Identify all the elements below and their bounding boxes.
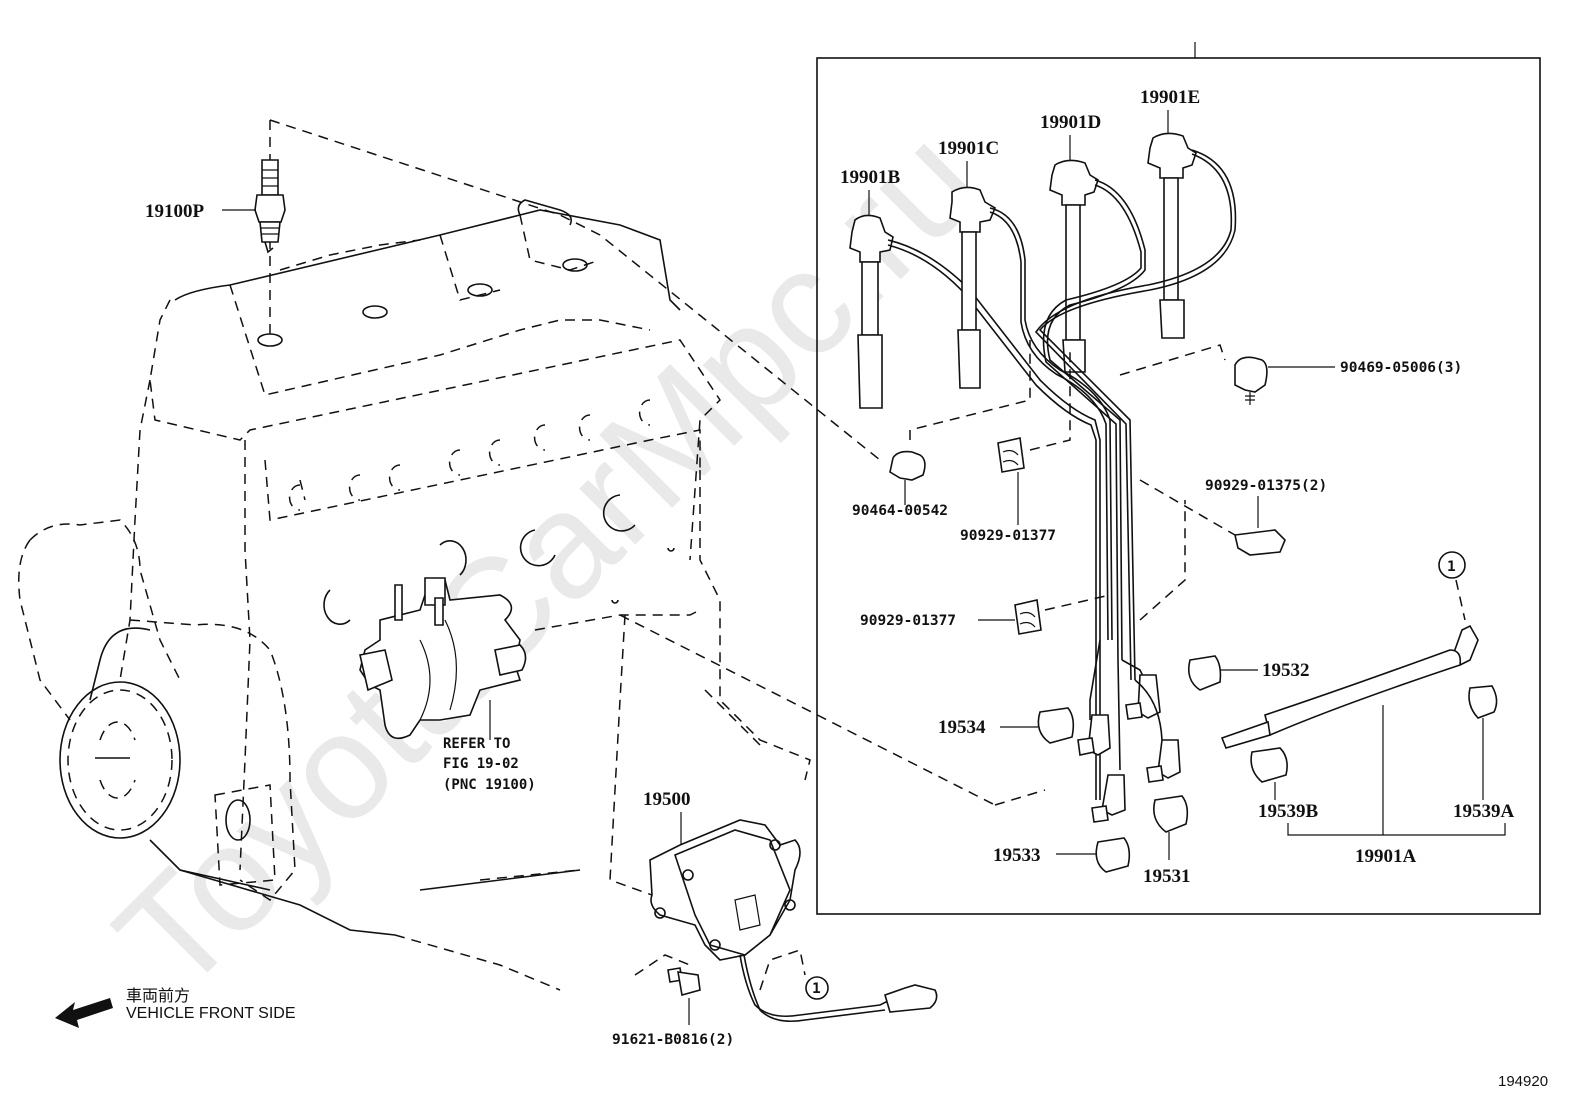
- label-19901c: 19901C: [938, 138, 999, 159]
- boot-19534[interactable]: 19534: [938, 707, 1075, 744]
- label-19532: 19532: [1262, 660, 1310, 681]
- ref-line-2: FIG 19-02: [443, 756, 519, 772]
- clamp-90469-05006[interactable]: 90469-05006(3): [1119, 344, 1462, 405]
- arrow-left-icon: [55, 998, 113, 1028]
- ignition-coil-19500[interactable]: 19500 1 91621-B0816(2): [612, 789, 938, 1048]
- vehicle-front-indicator: 車両前方 VEHICLE FRONT SIDE: [55, 987, 296, 1028]
- clamp-90464-00542[interactable]: 90464-00542: [852, 340, 1031, 519]
- cord-19901e[interactable]: 19901E: [1034, 87, 1237, 681]
- label-19901e: 19901E: [1140, 87, 1200, 108]
- figure-number: 194920: [1498, 1073, 1548, 1090]
- label-90929-01375: 90929-01375(2): [1205, 478, 1327, 494]
- label-19539b: 19539B: [1258, 801, 1319, 822]
- label-19539a: 19539A: [1453, 801, 1515, 822]
- label-90464-00542: 90464-00542: [852, 503, 948, 519]
- label-19531: 19531: [1143, 866, 1191, 887]
- cord-19901b[interactable]: 19901B: [840, 167, 1101, 800]
- cord-19901a[interactable]: 1 19539B 19539A 19901A: [1220, 551, 1515, 867]
- group-box: [816, 57, 1541, 915]
- label-19901b: 19901B: [840, 167, 901, 188]
- clamp-90929-01377-upper[interactable]: 90929-01377: [960, 350, 1071, 544]
- clamp-90929-01377-lower[interactable]: 90929-01377: [860, 594, 1111, 635]
- label-19500: 19500: [643, 789, 691, 810]
- callout-1-cord: 1: [1447, 559, 1456, 575]
- label-19901d: 19901D: [1040, 112, 1101, 133]
- label-91621-b0816: 91621-B0816(2): [612, 1032, 734, 1048]
- cord-ends: [1077, 639, 1181, 823]
- ref-line-1: REFER TO: [443, 736, 510, 752]
- boot-19532[interactable]: 19532: [1187, 655, 1310, 691]
- direction-en: VEHICLE FRONT SIDE: [126, 1005, 296, 1022]
- cord-set-group-19901: [816, 42, 1541, 915]
- label-19100p: 19100P: [145, 201, 205, 222]
- boot-19531[interactable]: 19531: [1143, 795, 1191, 887]
- spark-plug-19100p[interactable]: 19100P: [145, 159, 286, 254]
- cord-19901d[interactable]: 19901D: [1040, 112, 1146, 661]
- label-19534: 19534: [938, 717, 986, 738]
- direction-jp: 車両前方: [126, 987, 190, 1005]
- engine-block-outline: [18, 119, 1046, 991]
- boot-19533[interactable]: 19533: [993, 837, 1131, 873]
- ref-line-3: (PNC 19100): [443, 777, 536, 793]
- clamp-90929-01375[interactable]: 90929-01375(2): [1139, 478, 1327, 621]
- callout-1-coil: 1: [812, 981, 821, 997]
- label-90469-05006: 90469-05006(3): [1340, 360, 1462, 376]
- cord-19901c[interactable]: 19901C: [938, 138, 1113, 641]
- label-19901a: 19901A: [1355, 846, 1417, 867]
- label-19533: 19533: [993, 845, 1041, 866]
- distributor-refer-fig-19-02[interactable]: REFER TO FIG 19-02 (PNC 19100): [359, 577, 536, 793]
- label-90929-01377-upper: 90929-01377: [960, 528, 1056, 544]
- label-90929-01377-lower: 90929-01377: [860, 613, 956, 629]
